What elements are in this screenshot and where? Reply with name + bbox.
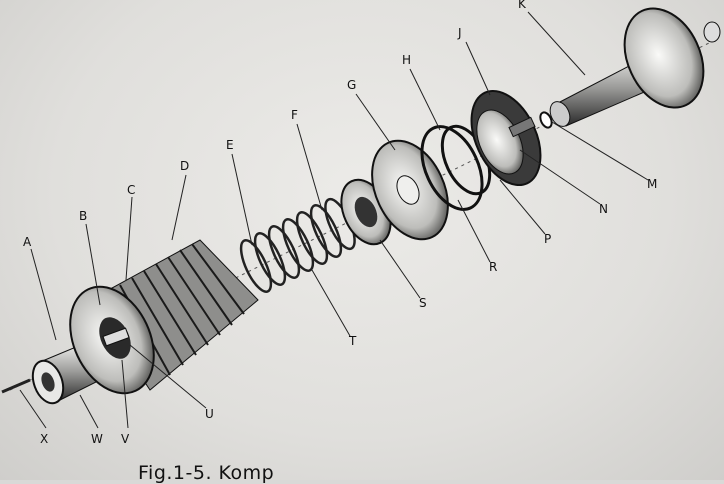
label-r: R bbox=[489, 260, 497, 274]
label-d: D bbox=[180, 159, 189, 173]
label-g: G bbox=[347, 78, 356, 92]
label-u: U bbox=[205, 407, 214, 421]
part-k-shaft bbox=[549, 7, 721, 127]
part-e-spring bbox=[239, 197, 356, 293]
label-a: A bbox=[23, 235, 32, 249]
part-j-valve-disc bbox=[470, 89, 542, 187]
part-g-disc bbox=[371, 139, 449, 241]
label-h: H bbox=[402, 53, 411, 67]
label-x: X bbox=[40, 432, 48, 446]
label-m: M bbox=[647, 177, 657, 191]
label-f: F bbox=[291, 108, 298, 122]
label-t: T bbox=[348, 334, 357, 348]
leader-lines bbox=[19, 11, 649, 429]
label-c: C bbox=[127, 183, 135, 197]
figure-caption: Fig.1-5. Komp bbox=[138, 462, 275, 484]
label-w: W bbox=[91, 432, 103, 446]
label-s: S bbox=[419, 296, 427, 310]
label-b: B bbox=[79, 209, 87, 223]
part-m-washer bbox=[539, 111, 553, 129]
label-e: E bbox=[226, 138, 234, 152]
label-p: P bbox=[544, 232, 551, 246]
label-j: J bbox=[457, 26, 462, 40]
label-n: N bbox=[599, 202, 608, 216]
part-d-finned-cylinder bbox=[69, 239, 259, 395]
label-v: V bbox=[121, 432, 130, 446]
label-k: K bbox=[518, 0, 527, 11]
part-x-pin bbox=[1, 378, 31, 394]
